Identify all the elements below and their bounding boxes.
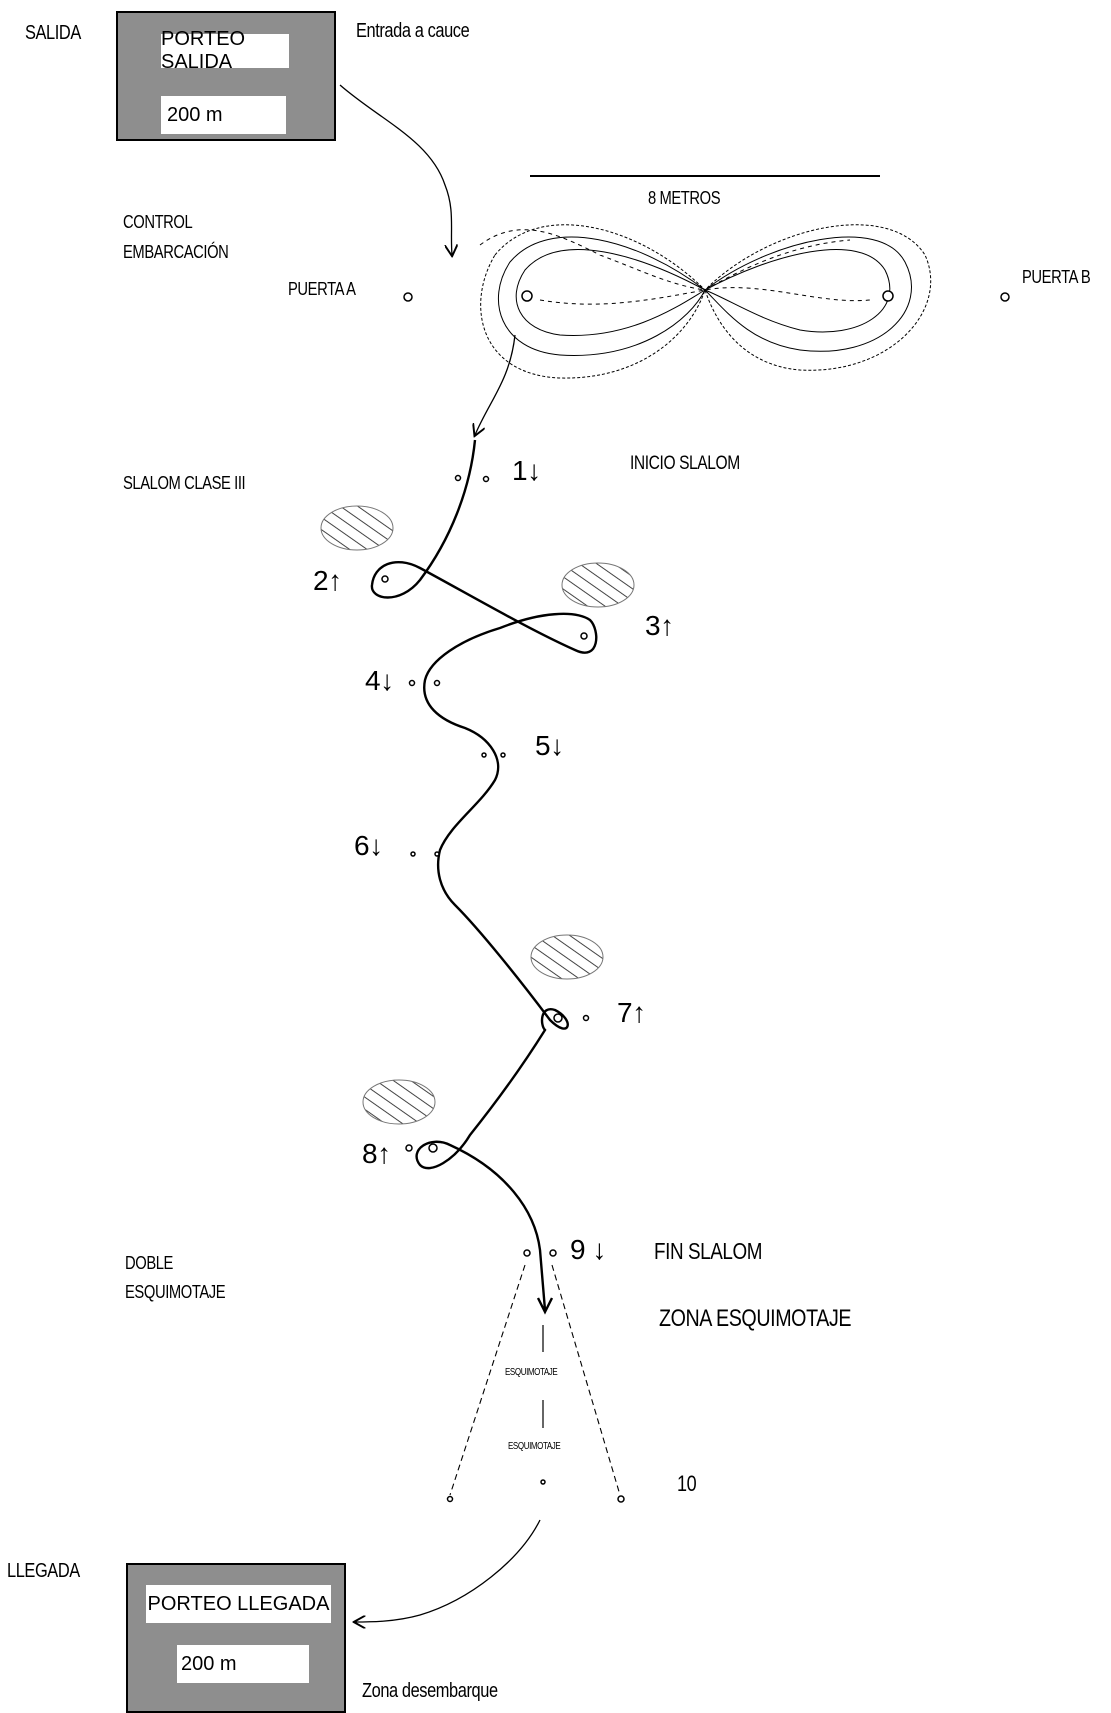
finish-label: LLEGADA [7,1560,80,1582]
rock-obstacle-1 [320,505,394,551]
buoy-gate-b [1000,292,1010,302]
gate-b-label: PUERTA B [1022,267,1091,287]
buoy-6a [410,851,416,857]
route-to-slalom [475,334,516,435]
eskimo-zone-label: ZONA ESQUIMOTAJE [659,1305,852,1332]
buoy-5a [481,752,487,758]
eskimo-roll-2: ESQUIMOTAJE [508,1441,561,1452]
buoy-9b [549,1249,557,1257]
slalom-end-label: FIN SLALOM [654,1238,763,1264]
finish-box-distance: 200 m [177,1645,309,1683]
gate-10-label: 10 [677,1471,697,1496]
buoy-4a [408,679,416,687]
gate-3-label: 3↑ [645,610,674,641]
scale-label: 8 METROS [648,188,721,208]
buoy-10a [446,1495,454,1503]
rock-obstacle-4 [362,1079,436,1125]
gate-a-label: PUERTA A [288,279,356,299]
eskimo-section-line1: DOBLE [125,1253,173,1273]
start-label: SALIDA [25,22,81,44]
gate-4-label: 4↓ [365,665,394,696]
eskimo-roll-1: ESQUIMOTAJE [505,1367,558,1378]
entry-label: Entrada a cauce [356,20,470,42]
buoy-5b [500,752,506,758]
gate-buoys [381,290,1010,1503]
exit-label: Zona desembarque [362,1680,498,1702]
buoy-fig-left [521,290,533,302]
gate-1-label: 1↓ [512,455,541,486]
slalom-route [370,439,598,1311]
buoy-7a [553,1013,563,1023]
entry-route [339,84,452,255]
gate-2-label: 2↑ [313,565,342,596]
buoy-9a [523,1249,531,1257]
buoy-1a [454,474,462,482]
rock-obstacle-3 [530,934,604,980]
gate-8-label: 8↑ [362,1138,391,1169]
buoy-gate-a [403,292,413,302]
finish-portage-box: PORTEO LLEGADA 200 m [126,1563,346,1713]
buoy-8b [428,1143,438,1153]
start-box-distance: 200 m [161,96,286,134]
buoy-2 [381,575,389,583]
gate-6-label: 6↓ [354,830,383,861]
buoy-4b [433,679,441,687]
finish-box-title: PORTEO LLEGADA [146,1585,331,1623]
exit-route [355,1519,541,1622]
buoy-6b [434,851,440,857]
buoy-10c [617,1495,625,1503]
control-label-line2: EMBARCACIÓN [123,242,229,262]
buoy-7b [582,1014,590,1022]
slalom-start-label: INICIO SLALOM [630,453,740,474]
gate-5-label: 5↓ [535,730,564,761]
start-portage-box: PORTEO SALIDA 200 m [116,11,336,141]
buoy-1b [482,475,490,483]
start-box-title: PORTEO SALIDA [161,28,289,73]
buoy-fig-right [882,290,894,302]
slalom-route-end-arrow [536,1297,554,1315]
gate-7-label: 7↑ [617,997,646,1028]
control-label-line1: CONTROL [123,212,193,232]
eskimo-zone [449,1264,621,1496]
eskimo-section-line2: ESQUIMOTAJE [125,1282,226,1302]
buoy-10b [540,1479,546,1485]
rock-obstacle-2 [561,562,635,608]
buoy-8a [405,1144,413,1152]
figure-eight-maneuver [479,224,931,379]
slalom-section-label: SLALOM CLASE III [123,473,246,493]
gate-9-label: 9 ↓ [570,1234,606,1265]
buoy-3 [580,632,588,640]
